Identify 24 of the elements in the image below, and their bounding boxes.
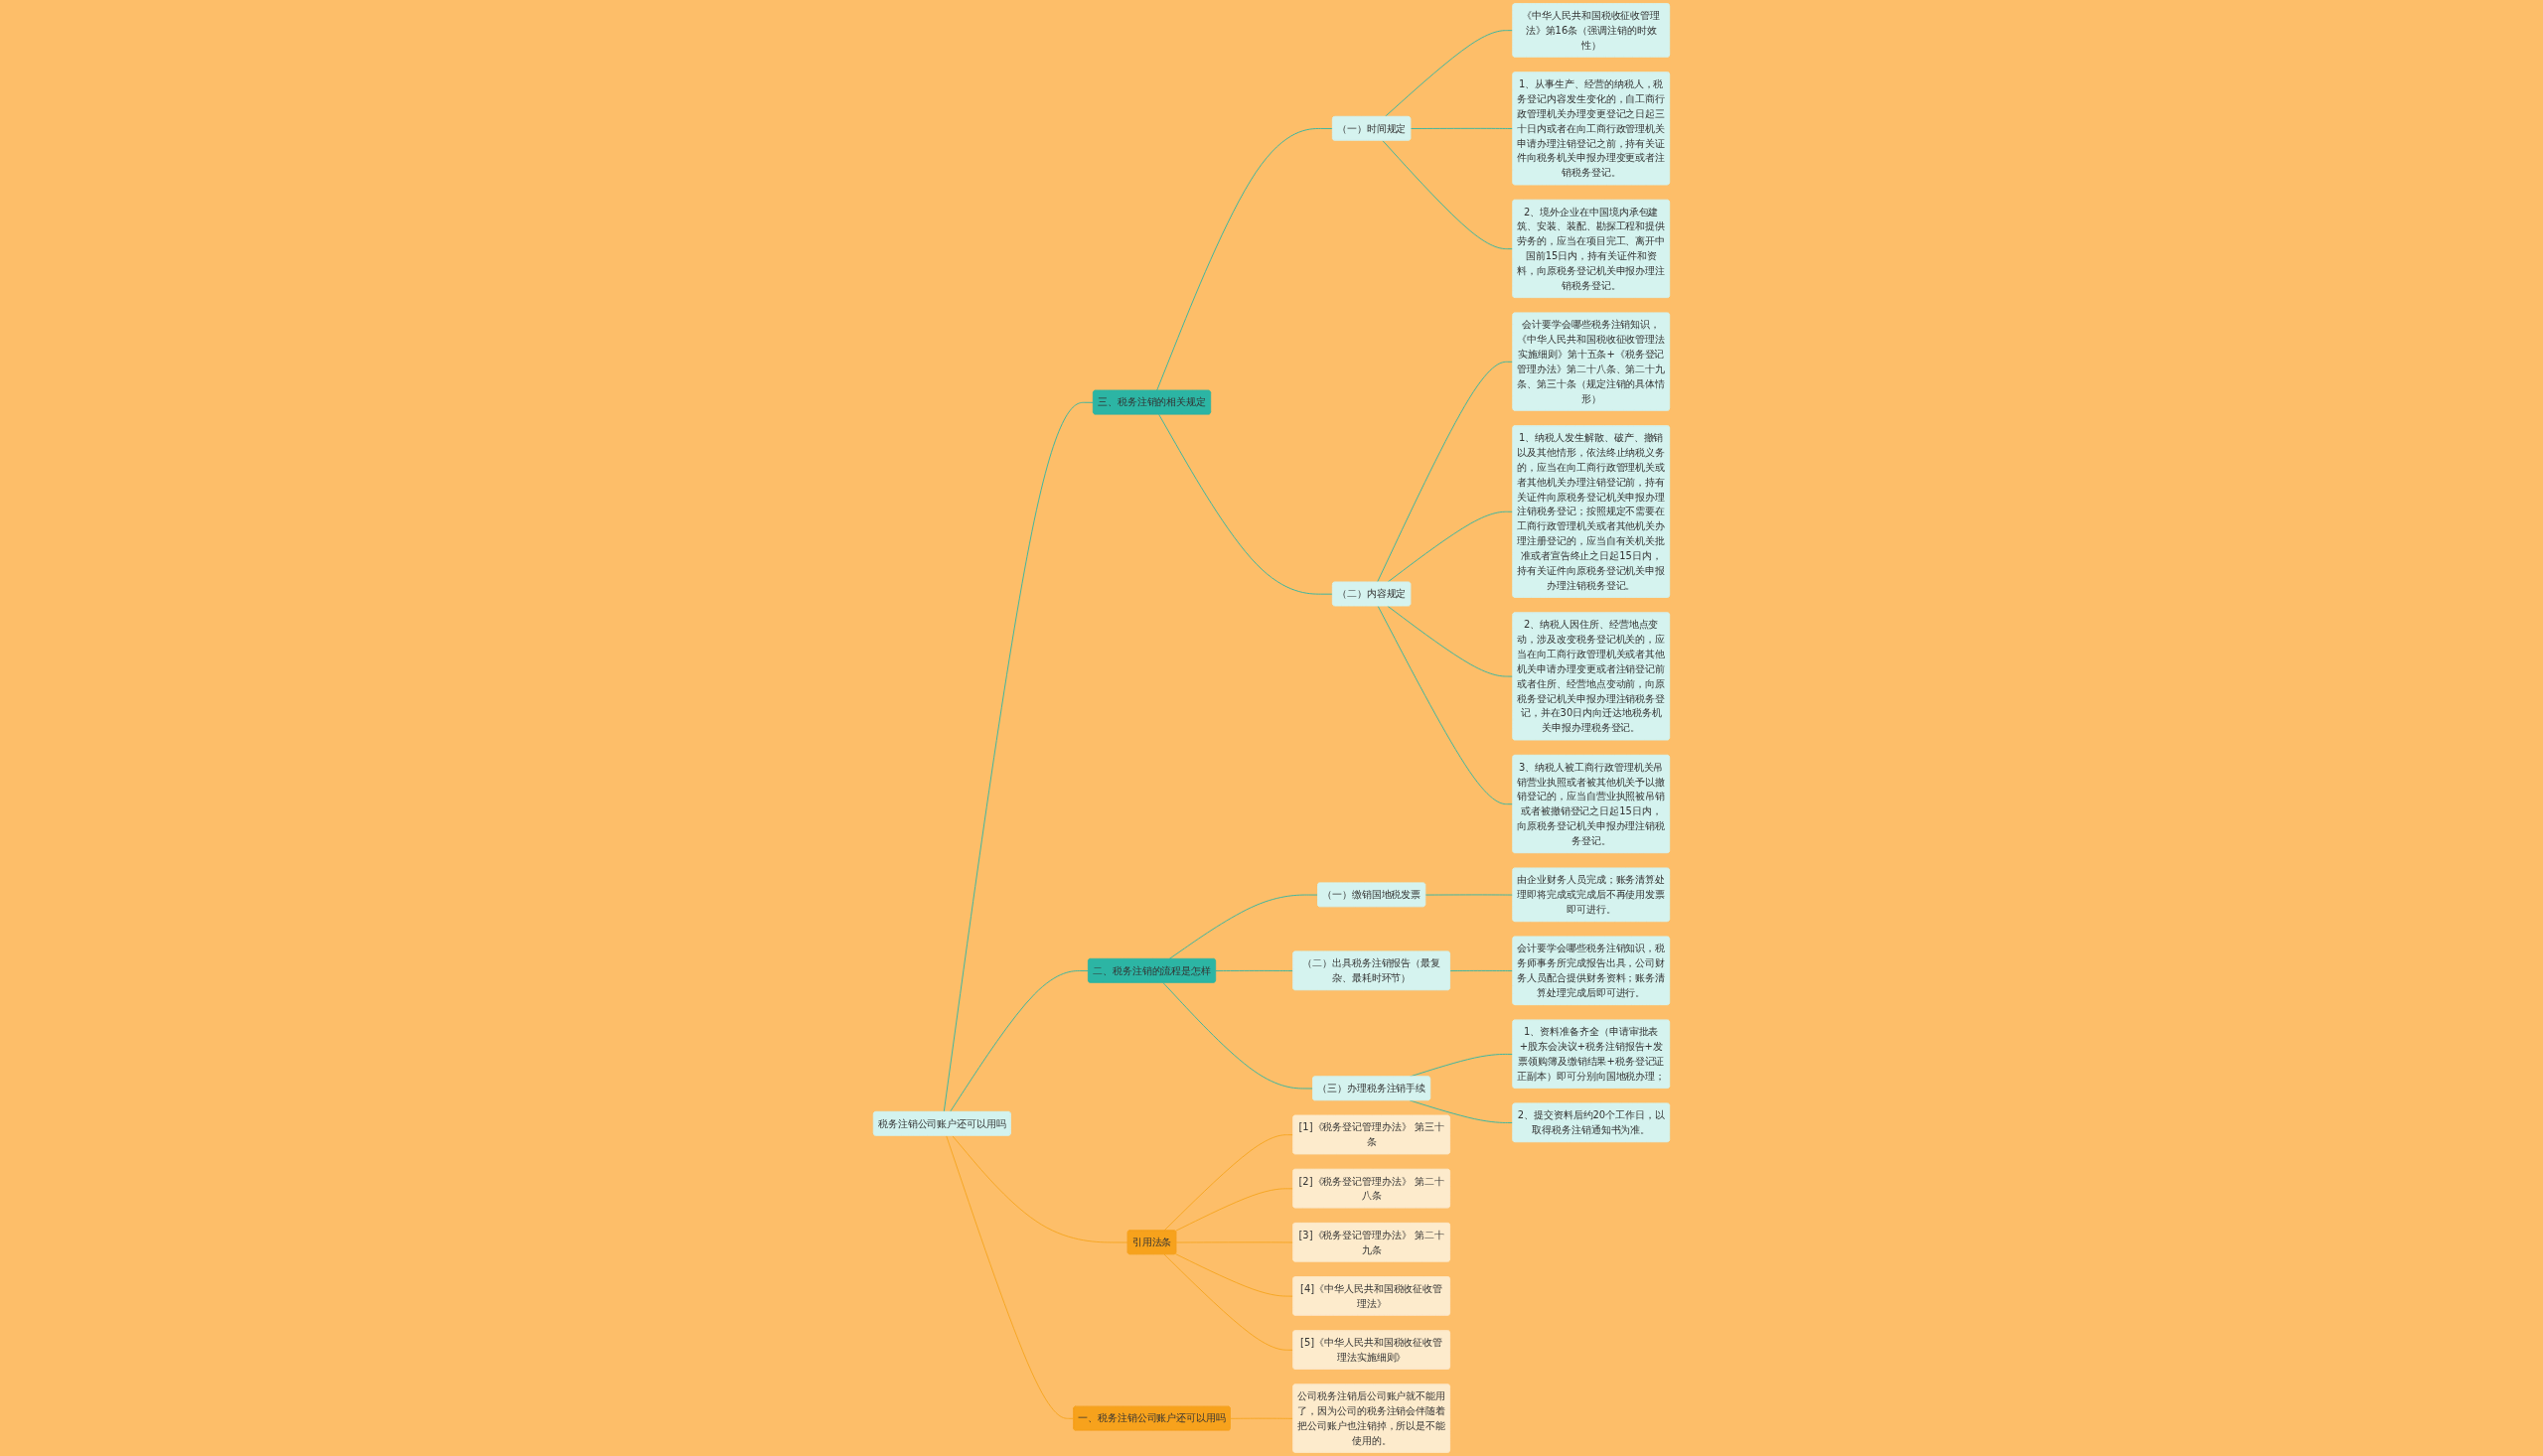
connector [1215,969,1294,971]
connector [1449,969,1514,971]
connector [1382,140,1514,250]
connector [1174,1188,1294,1232]
connector [1377,605,1514,805]
connector [1410,127,1514,129]
connector [949,970,1090,1113]
connector [1387,605,1514,677]
connector [1230,1417,1294,1419]
connector [1156,128,1334,391]
connector [1163,1253,1294,1351]
connector [1384,30,1514,117]
connector [1409,1099,1514,1123]
connector [1163,1134,1294,1232]
connector [1162,982,1314,1090]
connector [946,1135,1075,1419]
connector [1168,894,1319,960]
connector [1158,413,1334,595]
connector [1387,510,1514,583]
connector [1377,361,1514,583]
connector [1174,1253,1294,1297]
connector [1175,1241,1294,1243]
connector [952,1135,1128,1243]
connector [943,401,1095,1113]
